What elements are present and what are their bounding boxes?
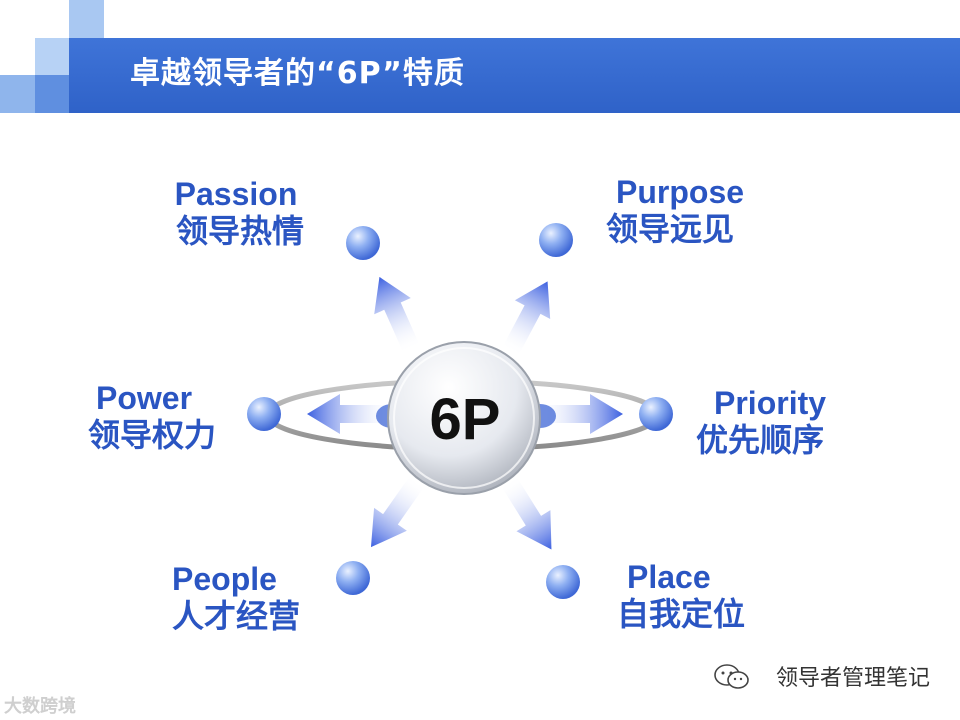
corner-square [0,75,35,113]
corner-logo: 大数跨境 [4,696,76,717]
node-zh: 人才经营 [172,597,301,635]
center-sphere [387,341,541,495]
arrow-purpose [502,281,551,357]
arrow-priority [535,394,623,434]
arrow-power [307,394,395,434]
title-bar [69,38,960,113]
node-en: Purpose [616,174,745,210]
node-en: Power [96,380,193,416]
wechat-icon [714,664,749,689]
node-label-purpose: Purpose 领导远见 [606,174,744,248]
node-label-place: Place 自我定位 [617,559,745,633]
node-zh: 领导热情 [176,212,305,250]
node-ball-place [546,565,580,599]
page-title: 卓越领导者的“6P”特质 [130,56,465,91]
node-en: Passion [174,176,298,212]
node-en: Priority [714,385,827,421]
node-label-people: People 人才经营 [172,561,300,635]
node-ball-priority [639,397,673,431]
arrow-place [500,475,552,550]
corner-square [35,75,69,113]
node-ball-people [336,561,370,595]
arrow-passion [374,276,421,354]
center-label: 6P [429,387,501,452]
watermark-text: 领导者管理笔记 [775,666,930,691]
node-en: Place [627,559,711,595]
corner-square [35,38,69,75]
node-label-passion: Passion 领导热情 [168,176,304,250]
node-zh: 领导远见 [606,210,735,248]
arrow-people [370,474,426,548]
node-label-priority: Priority 优先顺序 [696,385,826,459]
node-zh: 优先顺序 [696,421,825,459]
node-label-power: Power 领导权力 [88,380,216,454]
node-en: People [172,561,277,597]
node-ball-passion [346,226,380,260]
node-zh: 自我定位 [617,595,746,633]
node-ball-power [247,397,281,431]
node-ball-purpose [539,223,573,257]
corner-square [69,0,104,38]
node-zh: 领导权力 [88,416,217,454]
